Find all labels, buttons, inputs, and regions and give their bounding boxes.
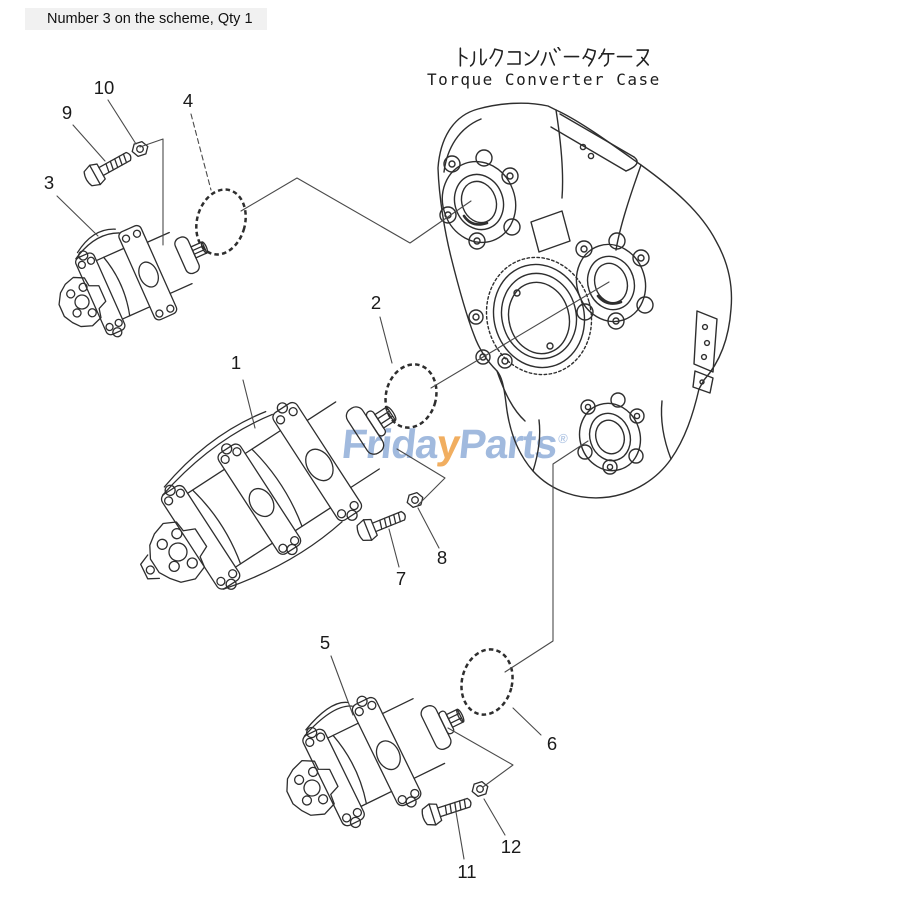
bolt-11 [421, 797, 472, 826]
pump5-splined-shaft [445, 708, 465, 728]
leader-12 [483, 798, 506, 836]
case-port-bottom [577, 392, 645, 475]
leader-9 [72, 124, 106, 162]
pump5-plate-a [302, 728, 365, 827]
callout-7: 7 [395, 568, 407, 589]
callout-12: 12 [500, 836, 522, 857]
callout-5: 5 [319, 632, 331, 653]
leader-8 [417, 507, 440, 549]
callout-9: 9 [61, 102, 73, 123]
callout-8: 8 [436, 547, 448, 568]
o-ring-6 [460, 648, 514, 716]
washer-10 [131, 140, 149, 158]
pump-assembly-5 [286, 695, 465, 829]
case-crease-4 [532, 419, 541, 472]
pump1-top-straps [161, 410, 343, 590]
leader-11 [455, 811, 465, 860]
case-port-middle-right [575, 232, 654, 330]
callout-6: 6 [546, 733, 558, 754]
header-note: Number 3 on the scheme, Qty 1 [25, 8, 267, 30]
pump-assembly-3 [58, 224, 209, 338]
washer-8 [406, 491, 424, 509]
pump1-plate-a [160, 484, 241, 590]
case-nameplate [530, 210, 571, 253]
callout-1: 1 [230, 352, 242, 373]
leader-5 [330, 655, 354, 716]
case-crease-5 [660, 400, 672, 460]
washer-12 [471, 780, 489, 798]
case-port-upper-left [439, 149, 521, 250]
connector-pump5-to-washer12 [447, 727, 514, 788]
pump3-plate [75, 252, 126, 336]
case-crease-2 [615, 164, 642, 251]
bolt-9 [83, 151, 132, 187]
torque-converter-case-drawing [437, 102, 733, 499]
bolt-7 [356, 510, 406, 542]
pump5-rear-cover [286, 759, 339, 816]
callout-11: 11 [457, 861, 477, 882]
case-top-tab [550, 113, 638, 172]
pump1-rear-cover [149, 521, 208, 583]
leader-7 [388, 528, 400, 568]
leader-2 [379, 316, 393, 364]
pump3-rear-cover [58, 276, 107, 328]
pump1-plate-b [217, 443, 302, 555]
connector-washer10-to-pump3 [139, 138, 164, 246]
connector-pump1-to-washer8 [396, 448, 446, 506]
case-rim-line [443, 118, 482, 173]
pump-assembly-1 [140, 401, 397, 590]
pump1-plate-c [272, 401, 363, 522]
callout-10: 10 [93, 77, 115, 98]
connector-oring2-to-case [430, 281, 610, 389]
connector-case-to-oring6 [504, 440, 589, 673]
leader-1 [242, 379, 256, 429]
case-crease-3 [496, 370, 526, 422]
title-english: Torque Converter Case [427, 70, 661, 89]
callout-2: 2 [370, 292, 382, 313]
pump3-top-straps [75, 228, 120, 260]
case-crease-1 [555, 109, 564, 199]
title-japanese-glyphs [459, 47, 650, 67]
pump5-top-straps [303, 701, 353, 737]
case-central-opening [468, 256, 593, 376]
leader-10 [107, 99, 137, 145]
pump3-shaft [190, 241, 209, 259]
leader-3 [56, 195, 99, 237]
case-side-tabs [692, 310, 718, 394]
pump3-front-flange [118, 224, 178, 321]
leader-4 [190, 113, 212, 191]
connector-oring4-to-case [240, 177, 472, 244]
o-ring-4 [195, 188, 247, 256]
callout-3: 3 [43, 172, 55, 193]
case-outline [437, 102, 733, 499]
pump5-front-flange [351, 696, 422, 807]
callout-4: 4 [182, 90, 194, 111]
o-ring-2 [384, 363, 438, 429]
leader-6 [512, 707, 542, 736]
